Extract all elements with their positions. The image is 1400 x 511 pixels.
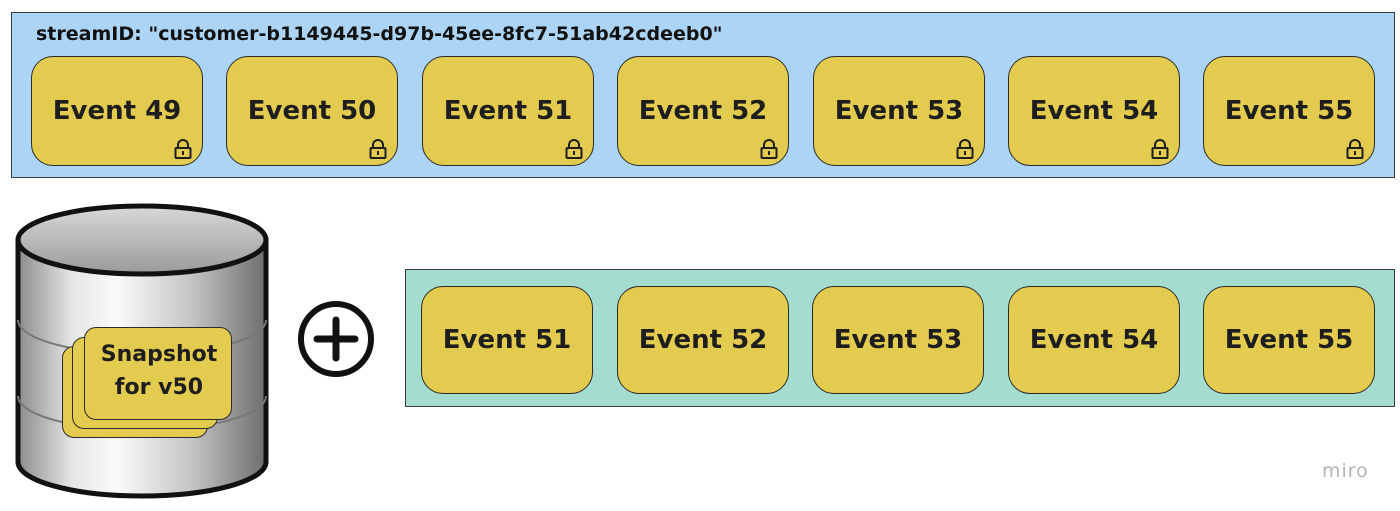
snapshot-label-line: Snapshot xyxy=(100,342,218,367)
stream-event-card: Event 51 xyxy=(422,56,594,166)
replay-event-card: Event 51 xyxy=(421,286,593,394)
event-label: Event 51 xyxy=(443,96,573,126)
lock-icon xyxy=(1151,139,1169,159)
plus-icon xyxy=(298,301,374,377)
event-label: Event 50 xyxy=(247,96,377,126)
event-stream-box: streamID: "customer-b1149445-d97b-45ee-8… xyxy=(11,12,1395,178)
lock-icon xyxy=(369,139,387,159)
stream-event-card: Event 54 xyxy=(1008,56,1180,166)
snapshot-label: Snapshot for v50 xyxy=(86,338,232,404)
replay-events-box: Event 51 Event 52 Event 53 Event 54 Even… xyxy=(405,269,1395,407)
stream-event-card: Event 53 xyxy=(813,56,985,166)
event-label: Event 54 xyxy=(1029,96,1159,126)
stream-event-card: Event 50 xyxy=(226,56,398,166)
lock-icon xyxy=(565,139,583,159)
stream-id-label: streamID: "customer-b1149445-d97b-45ee-8… xyxy=(36,23,723,45)
event-label: Event 52 xyxy=(638,325,768,355)
event-label: Event 52 xyxy=(638,96,768,126)
lock-icon xyxy=(760,139,778,159)
event-label: Event 53 xyxy=(833,325,963,355)
miro-watermark: miro xyxy=(1322,460,1369,482)
snapshot-label-line: for v50 xyxy=(114,375,204,400)
stream-event-card: Event 55 xyxy=(1203,56,1375,166)
lock-icon xyxy=(1346,139,1364,159)
event-label: Event 49 xyxy=(52,96,182,126)
event-label: Event 51 xyxy=(442,325,572,355)
lock-icon xyxy=(174,139,192,159)
snapshot-card xyxy=(84,327,232,420)
replay-event-card: Event 52 xyxy=(617,286,789,394)
event-label: Event 55 xyxy=(1224,325,1354,355)
event-label: Event 53 xyxy=(834,96,964,126)
replay-event-card: Event 53 xyxy=(812,286,984,394)
event-label: Event 55 xyxy=(1224,96,1354,126)
stream-event-card: Event 49 xyxy=(31,56,203,166)
replay-event-card: Event 54 xyxy=(1008,286,1180,394)
replay-event-card: Event 55 xyxy=(1203,286,1375,394)
event-label: Event 54 xyxy=(1029,325,1159,355)
lock-icon xyxy=(956,139,974,159)
stream-event-card: Event 52 xyxy=(617,56,789,166)
